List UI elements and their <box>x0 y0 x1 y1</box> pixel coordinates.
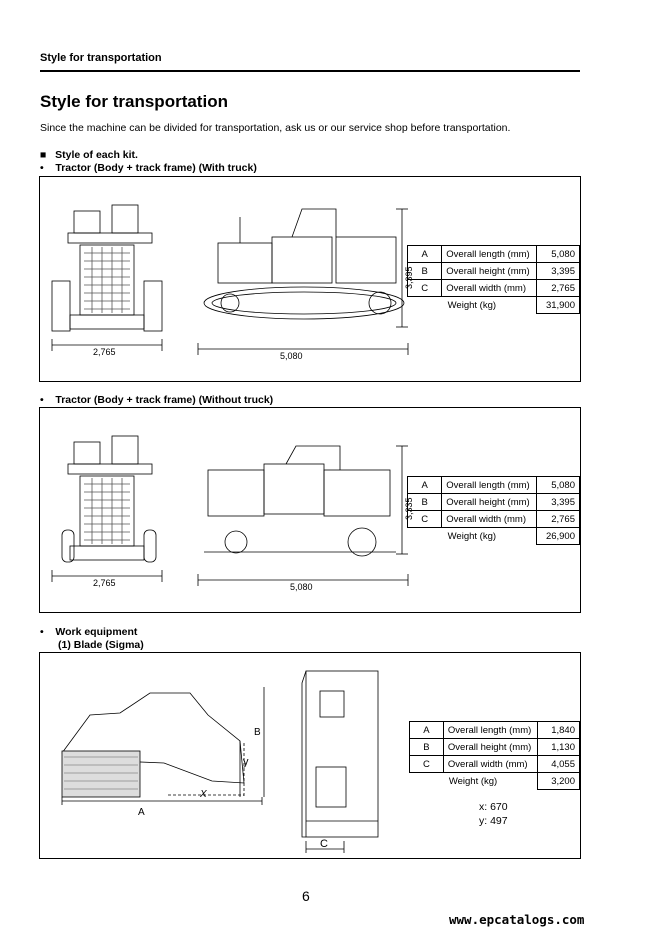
kit-2-heading: • Tractor (Body + track frame) (Without … <box>40 394 273 406</box>
blade-dim-c: C <box>320 838 328 850</box>
footer-url: www.epcatalogs.com <box>449 912 585 927</box>
coord-x: x: 670 <box>479 801 508 813</box>
header-rule <box>40 70 580 72</box>
kit-1-heading: • Tractor (Body + track frame) (With tru… <box>40 162 257 174</box>
weight-row: Weight (kg)26,900 <box>407 527 580 545</box>
page-number: 6 <box>302 888 310 904</box>
kit-heading: ■ Style of each kit. <box>40 149 138 161</box>
work-equipment-heading: • Work equipment <box>40 626 137 638</box>
kit-1-length-dim: 5,080 <box>280 351 303 361</box>
weight-row: Weight (kg)31,900 <box>407 296 580 314</box>
bullet-icon: • <box>40 626 44 638</box>
blade-dim-x: X <box>199 789 207 800</box>
blade-dim-a: A <box>138 807 145 818</box>
kit-1-title: Tractor (Body + track frame) (With truck… <box>55 162 257 174</box>
bullet-icon: • <box>40 394 44 406</box>
kit-2-length-dim: 5,080 <box>290 582 313 592</box>
square-bullet-icon: ■ <box>40 149 47 161</box>
blade-dim-b: B <box>254 727 261 738</box>
coord-y: y: 497 <box>479 815 508 827</box>
blade-dim-y: y <box>243 756 249 768</box>
kit-2-title: Tractor (Body + track frame) (Without tr… <box>55 394 274 406</box>
weight-row: Weight (kg)3,200 <box>409 772 581 790</box>
blade-drawing: A B X y C <box>61 670 379 853</box>
section-title: Style for transportation <box>40 92 228 111</box>
dozer-with-truck-drawing: 2,765 5,080 3,395 <box>51 204 414 361</box>
running-title: Style for transportation <box>40 52 162 64</box>
blade-subheading: (1) Blade (Sigma) <box>58 639 144 651</box>
bullet-icon: • <box>40 162 44 174</box>
intro-text: Since the machine can be divided for tra… <box>40 122 511 134</box>
dozer-without-truck-drawing: 2,765 5,080 3,335 <box>51 435 414 592</box>
work-equipment-title: Work equipment <box>55 626 138 638</box>
kit-heading-text: Style of each kit. <box>55 149 138 161</box>
kit-1-width-dim: 2,765 <box>93 347 116 357</box>
kit-2-width-dim: 2,765 <box>93 578 116 588</box>
